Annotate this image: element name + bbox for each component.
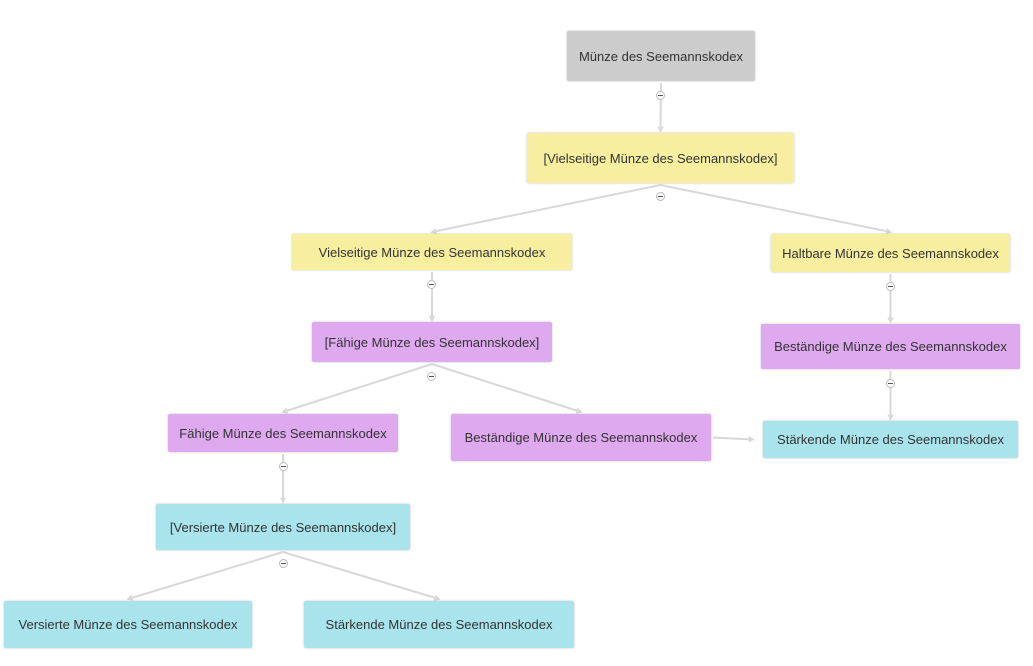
edge-arrow-icon [887,414,894,421]
node-label: Vielseitige Münze des Seemannskodex [318,244,546,260]
node-label: [Fähige Münze des Seemannskodex] [324,334,540,350]
edge-line [712,436,754,441]
node-faehige-group[interactable]: [Fähige Münze des Seemannskodex] [312,322,552,362]
node-label: Fähige Münze des Seemannskodex [179,425,387,441]
node-versierte-group[interactable]: [Versierte Münze des Seemannskodex] [156,504,410,550]
edge-line [127,551,284,600]
edge-arrow-icon [575,407,583,414]
node-bestaendige-middle[interactable]: Beständige Münze des Seemannskodex [451,414,711,461]
node-label: [Versierte Münze des Seemannskodex] [169,519,397,535]
node-vielseitige-group[interactable]: [Vielseitige Münze des Seemannskodex] [527,133,794,183]
edge-line [660,184,891,233]
edge-arrow-icon [887,317,894,324]
collapse-minus-icon[interactable] [886,379,895,388]
node-staerkende-right[interactable]: Stärkende Münze des Seemannskodex [763,421,1018,458]
node-label: Haltbare Münze des Seemannskodex [782,245,999,261]
node-label: Versierte Münze des Seemannskodex [18,617,238,632]
edge-arrow-icon [126,594,134,601]
node-label: Beständige Münze des Seemannskodex [774,339,1007,354]
edge-arrow-icon [281,407,289,414]
node-versierte[interactable]: Versierte Münze des Seemannskodex [4,601,252,648]
edge-arrow-icon [748,436,755,443]
edge-arrow-icon [279,497,287,504]
node-bestaendige-right[interactable]: Beständige Münze des Seemannskodex [761,324,1020,369]
edge-arrow-icon [885,228,893,235]
collapse-minus-icon[interactable] [279,559,288,568]
edge-arrow-icon [428,315,436,322]
node-vielseitige[interactable]: Vielseitige Münze des Seemannskodex [292,234,572,270]
collapse-minus-icon[interactable] [656,192,665,201]
edge-arrow-icon [657,126,664,133]
node-label: Beständige Münze des Seemannskodex [464,430,698,445]
collapse-minus-icon[interactable] [427,280,436,289]
node-label: [Vielseitige Münze des Seemannskodex] [543,150,778,166]
collapse-minus-icon[interactable] [886,282,895,291]
collapse-minus-icon[interactable] [656,91,665,100]
node-root[interactable]: Münze des Seemannskodex [567,31,755,81]
node-faehige[interactable]: Fähige Münze des Seemannskodex [168,414,398,452]
edge-line [282,363,433,413]
node-staerkende-bottom[interactable]: Stärkende Münze des Seemannskodex [304,601,574,648]
collapse-minus-icon[interactable] [427,372,436,381]
edge-arrow-icon [433,594,441,601]
node-label: Stärkende Münze des Seemannskodex [325,617,553,632]
edge-line [431,184,661,233]
node-haltbare[interactable]: Haltbare Münze des Seemannskodex [771,234,1010,272]
edge-arrow-icon [430,228,438,235]
collapse-minus-icon[interactable] [279,462,288,471]
edge-line [282,551,440,600]
edge-line [431,363,582,413]
node-label: Stärkende Münze des Seemannskodex [777,432,1004,447]
node-label: Münze des Seemannskodex [578,48,744,64]
